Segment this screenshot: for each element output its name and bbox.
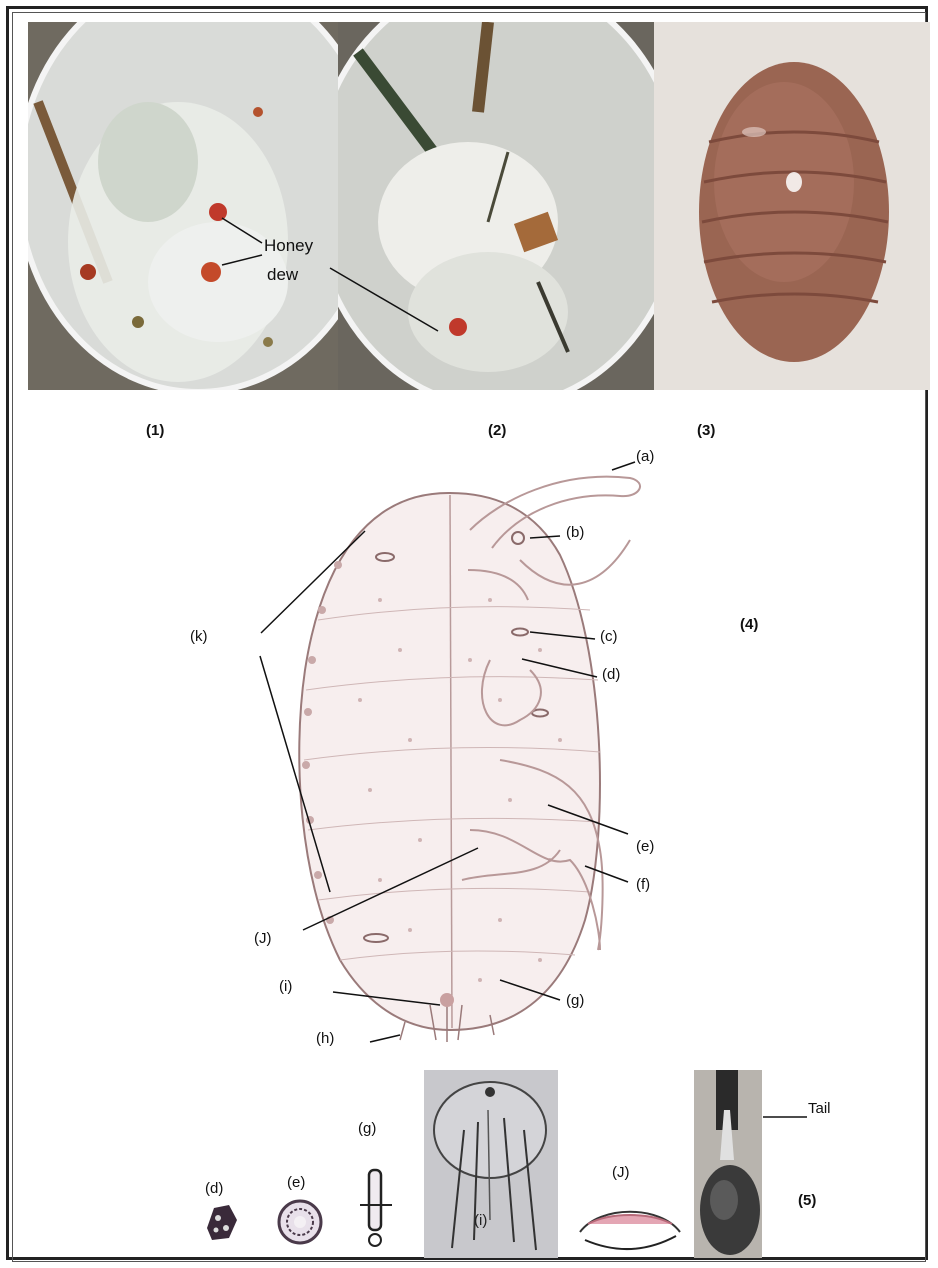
detail-label-J: (J) [612,1164,630,1181]
detail-5-tail-micrograph [694,1070,762,1258]
detail-label-g: (g) [358,1120,376,1137]
drawing-label-f: (f) [636,876,650,893]
detail-5-drawing [694,1070,762,1258]
detail-d-drawing [207,1205,237,1240]
tail-label: Tail [808,1100,831,1117]
drawing-label-h: (h) [316,1030,334,1047]
drawing-label-e: (e) [636,838,654,855]
detail-label-i: (i) [474,1212,487,1229]
detail-e-drawing [279,1201,321,1243]
drawing-label-c: (c) [600,628,618,645]
detail-g-drawing [360,1170,392,1246]
detail-label-e: (e) [287,1174,305,1191]
drawing-label-b: (b) [566,524,584,541]
detail-J-drawing [580,1212,680,1249]
drawing-label-i: (i) [279,978,292,995]
drawing-label-a: (a) [636,448,654,465]
detail-i-micrograph [424,1070,558,1258]
detail-i-drawing [424,1070,558,1258]
detail-label-d: (d) [205,1180,223,1197]
drawing-label-k: (k) [190,628,208,645]
drawing-label-J: (J) [254,930,272,947]
drawing-label-d: (d) [602,666,620,683]
drawing-label-g: (g) [566,992,584,1009]
